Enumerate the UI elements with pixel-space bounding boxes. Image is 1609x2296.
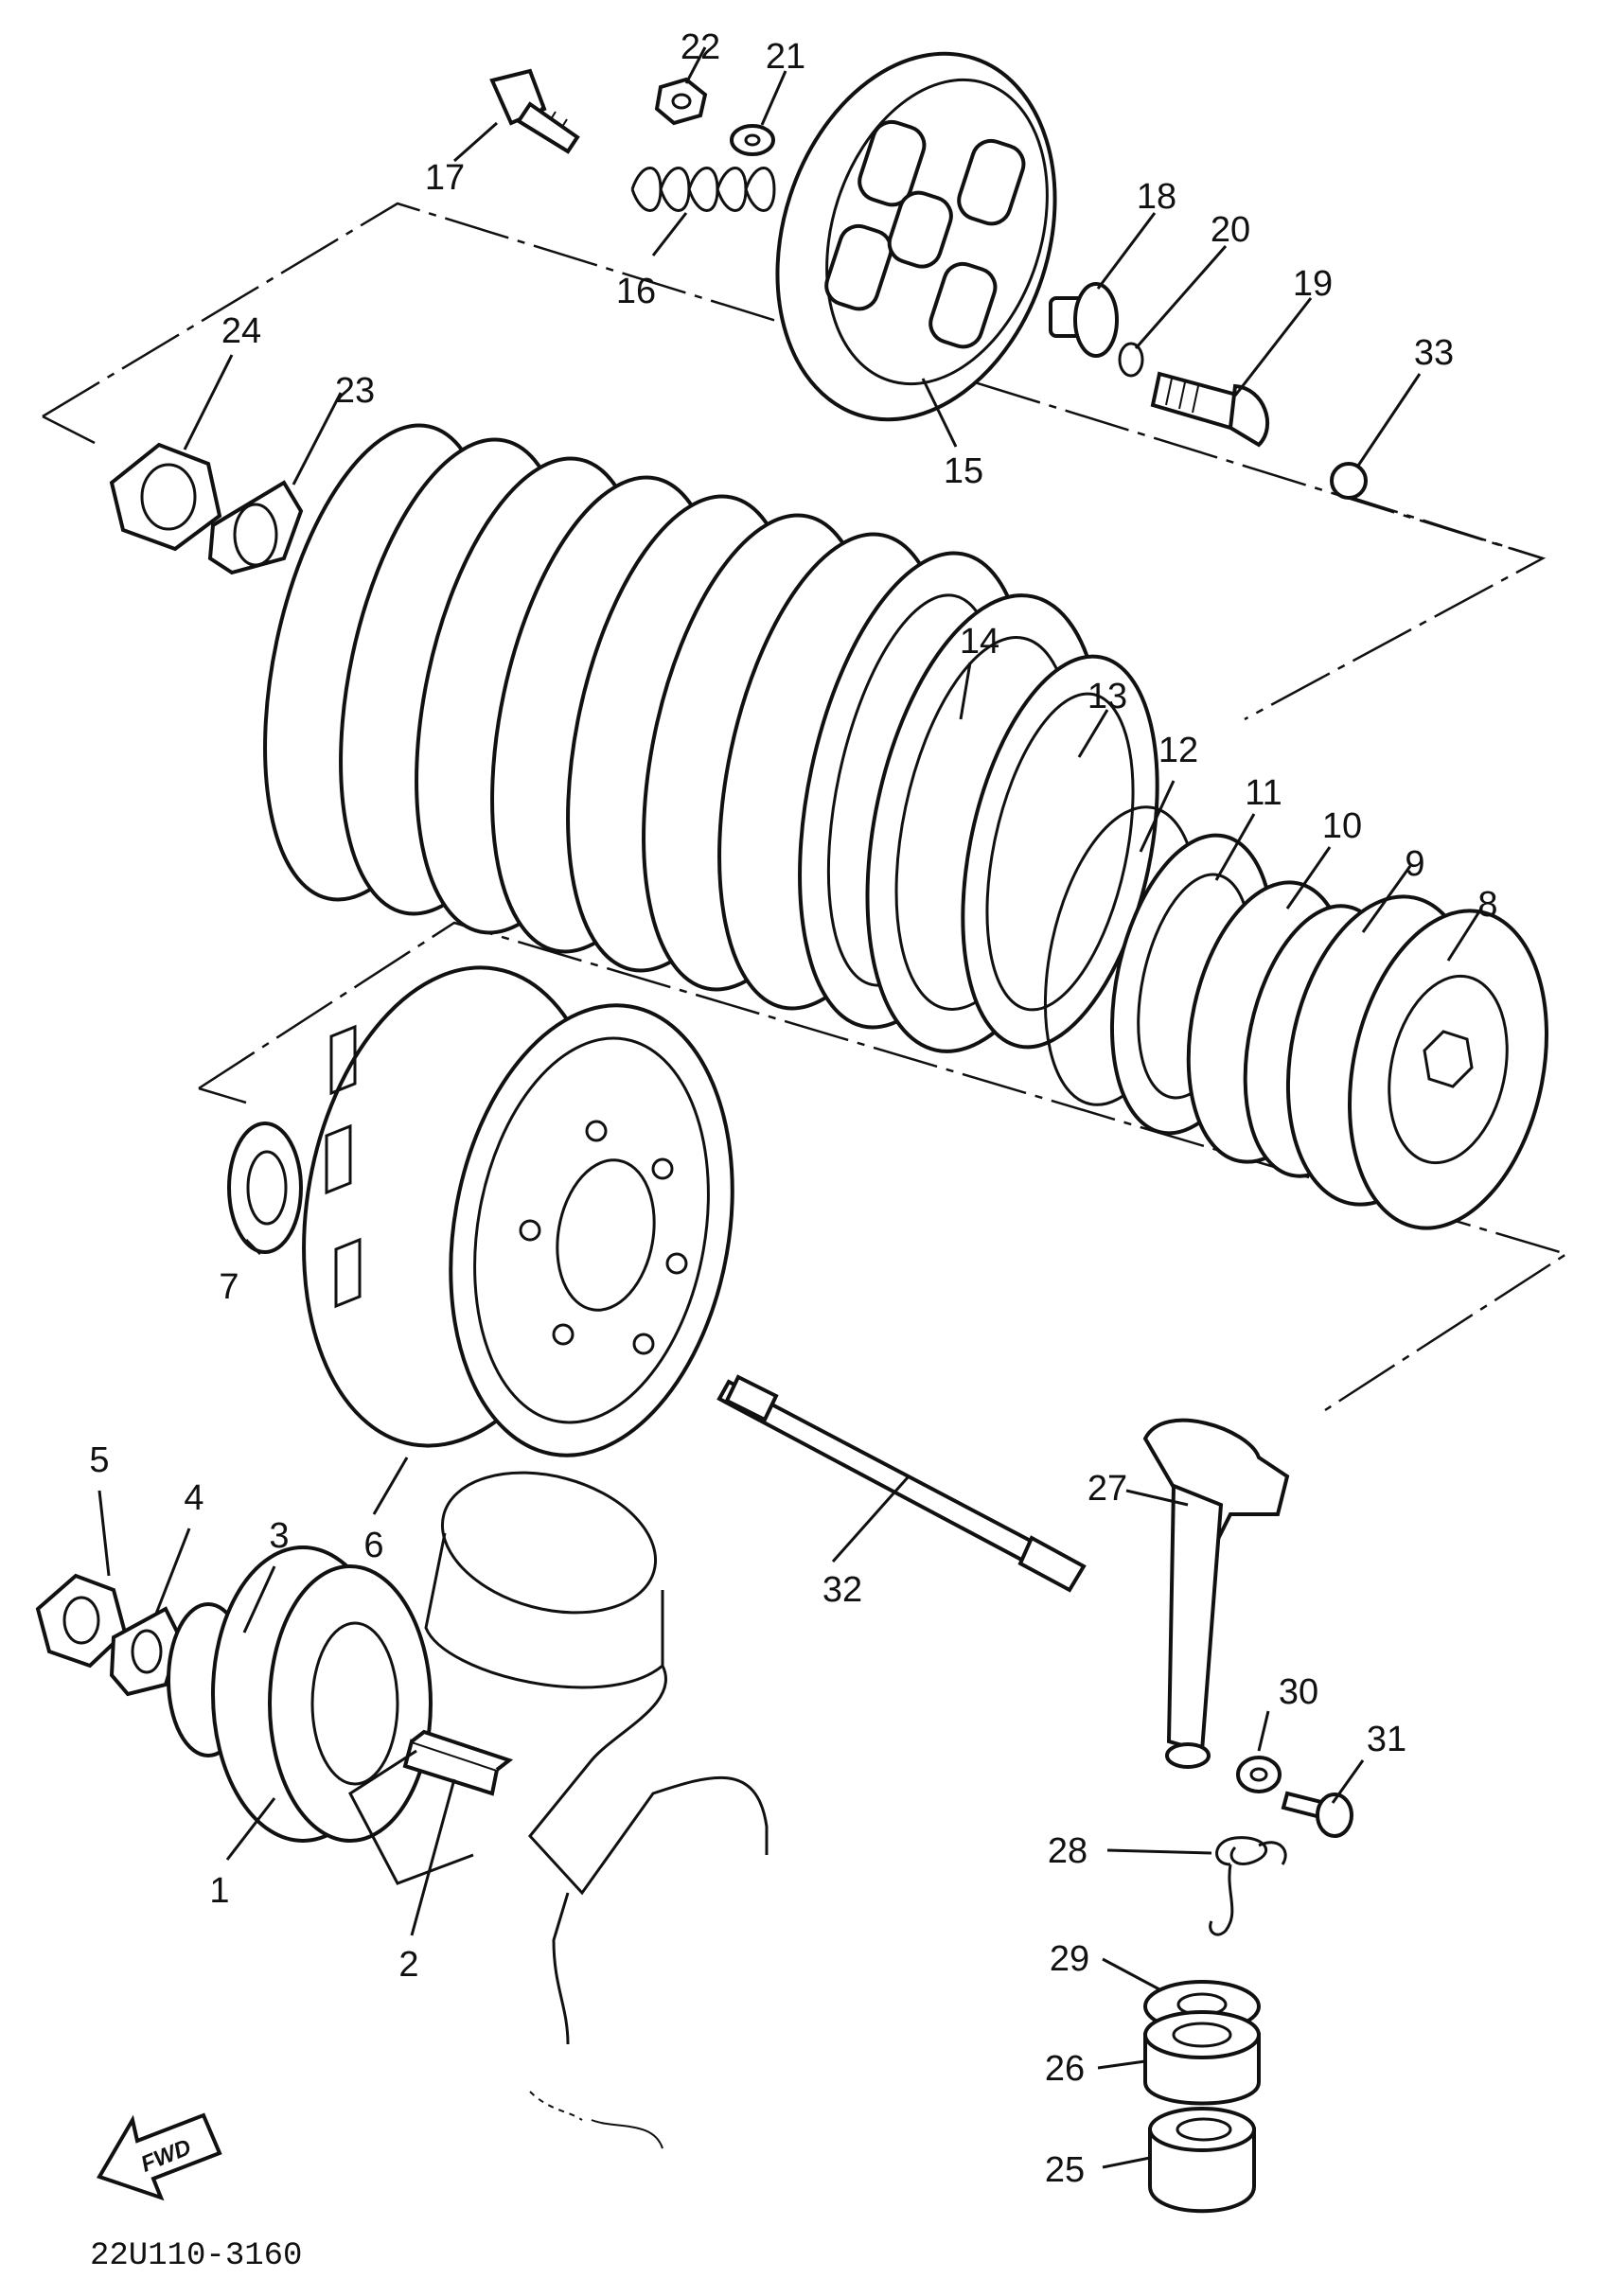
lower-assembly-boundary [198, 921, 1569, 1412]
callout-30: 30 [1279, 1672, 1318, 1712]
bearing-25 [1148, 2107, 1256, 2214]
push-lever-27 [1142, 1418, 1290, 1769]
callout-32: 32 [822, 1570, 862, 1610]
callout-9: 9 [1405, 844, 1424, 884]
lock-nut-24 [109, 442, 222, 552]
callout-24: 24 [221, 311, 261, 351]
clutch-plate-stack [263, 423, 1029, 1030]
callout-20: 20 [1211, 210, 1250, 250]
diagram-code: 22U110-3160 [90, 2238, 302, 2274]
primary-drive-gear-1 [211, 1545, 433, 1843]
callout-12: 12 [1158, 731, 1198, 770]
callout-8: 8 [1477, 885, 1497, 925]
callout-21: 21 [766, 37, 805, 77]
clutch-boss-8 [1285, 894, 1549, 1230]
callout-25: 25 [1045, 2150, 1085, 2190]
screw-31 [1281, 1791, 1353, 1838]
leader-lines [97, 46, 1483, 2169]
nut-22 [654, 77, 708, 126]
callout-13: 13 [1087, 677, 1127, 716]
washer-30 [1236, 1756, 1282, 1793]
callout-labels: 17 22 21 16 15 18 20 19 33 24 23 14 13 1… [89, 27, 1497, 2190]
callout-2: 2 [398, 1945, 418, 1985]
callout-3: 3 [269, 1516, 289, 1556]
callout-23: 23 [335, 371, 375, 411]
plate-13 [961, 654, 1159, 1050]
callout-28: 28 [1048, 1831, 1087, 1871]
callout-19: 19 [1293, 264, 1333, 304]
lock-washer-23 [207, 480, 304, 575]
spring-16 [630, 167, 776, 212]
ball-33 [1330, 462, 1368, 500]
clutch-housing-6 [302, 965, 734, 1457]
callout-22: 22 [681, 27, 720, 67]
upper-assembly-boundary [42, 202, 1547, 721]
push-rod-19 [1150, 371, 1269, 448]
callout-17: 17 [425, 158, 465, 198]
callout-18: 18 [1137, 177, 1176, 217]
callout-4: 4 [184, 1478, 203, 1518]
callout-10: 10 [1322, 806, 1362, 846]
callout-5: 5 [89, 1440, 109, 1480]
bolt-17 [489, 68, 580, 154]
callout-11: 11 [1245, 773, 1282, 813]
callout-14: 14 [960, 622, 999, 662]
washer-21 [730, 124, 775, 156]
lock-washer-4 [109, 1606, 183, 1697]
push-plate-18 [1049, 282, 1119, 358]
pressure-plate-15 [775, 51, 1057, 422]
callout-7: 7 [219, 1267, 239, 1307]
callout-26: 26 [1045, 2049, 1085, 2089]
callout-16: 16 [616, 272, 656, 311]
callout-27: 27 [1087, 1469, 1127, 1509]
push-rod-32 [716, 1374, 1087, 1593]
callout-1: 1 [209, 1871, 229, 1911]
washer-7 [227, 1122, 303, 1254]
crankshaft-outline [348, 1471, 769, 2149]
callout-15: 15 [944, 451, 983, 491]
forward-direction-arrow: FWD [97, 2112, 222, 2201]
spring-28 [1209, 1836, 1287, 1936]
callout-29: 29 [1050, 1939, 1089, 1979]
callout-6: 6 [363, 1526, 383, 1565]
key-2 [402, 1729, 514, 1796]
callout-33: 33 [1414, 333, 1454, 373]
o-ring-20 [1118, 342, 1144, 378]
oil-seal-26 [1143, 2010, 1261, 2106]
callout-31: 31 [1367, 1720, 1406, 1759]
